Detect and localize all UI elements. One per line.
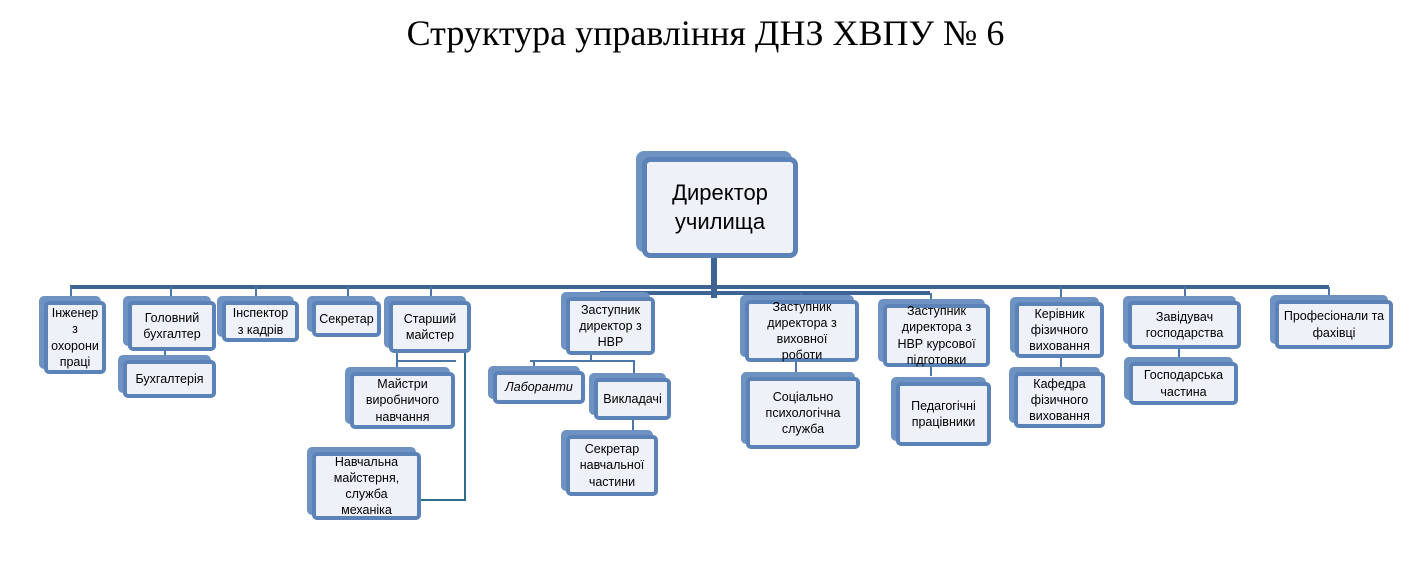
connector-drop-7 [800, 293, 802, 303]
connector-drop-8 [930, 293, 932, 305]
node-professionals: Професіонали та фахівці [1275, 300, 1393, 349]
node-production-masters: Майстри виробничого навчання [350, 372, 455, 429]
page-title: Структура управління ДНЗ ХВПУ № 6 [406, 13, 1005, 53]
node-deputy-course: Заступник директора з НВР курсової підго… [883, 304, 990, 367]
connector-lab-drop [533, 360, 535, 372]
node-deputy-nvr: Заступник директор з НВР [566, 297, 655, 355]
connector-senior-master-h [396, 360, 456, 362]
connector-workshop-v [464, 346, 466, 501]
node-chief-accountant: Головний бухгалтер [128, 301, 216, 351]
connector-teachers-drop [633, 360, 635, 378]
node-deputy-upbringing: Заступник директора з виховної роботи [745, 300, 859, 362]
connector-drop-2 [170, 287, 172, 303]
node-safety-engineer: Інженер з охорони праці [44, 301, 106, 374]
connector-accounting [164, 350, 166, 362]
connector-nvr-h [530, 360, 635, 362]
node-household-unit: Господарська частина [1129, 362, 1238, 405]
node-teachers: Викладачі [594, 378, 671, 420]
node-workshop: Навчальна майстерня, служба механіка [312, 452, 421, 520]
connector-course-down [930, 364, 932, 376]
connector-drop-1 [70, 287, 72, 307]
connector-drop-3 [255, 287, 257, 301]
node-senior-master: Старший майстер [389, 301, 471, 353]
connector-senior-master-down [396, 352, 398, 374]
connector-drop-11 [1328, 287, 1330, 301]
node-pe-department: Кафедра фізичного виховання [1014, 372, 1105, 428]
connector-nvr-down [590, 354, 592, 362]
connector-drop-5 [430, 287, 432, 303]
node-director: Директор училища [642, 157, 798, 258]
connector-mid-bus [600, 291, 930, 295]
connector-main-bus [70, 285, 1329, 289]
node-secretary: Секретар [312, 301, 381, 337]
connector-workshop-h [420, 499, 466, 501]
node-hr-inspector: Інспектор з кадрів [222, 301, 299, 342]
connector-teachers-down [632, 420, 634, 434]
connector-director-down [711, 258, 717, 298]
node-lab-assistants: Лаборанти [493, 371, 585, 404]
connector-household-down [1178, 348, 1180, 362]
connector-pe-down [1060, 352, 1062, 374]
node-pe-head: Керівник фізичного виховання [1015, 302, 1104, 358]
node-accounting: Бухгалтерія [123, 360, 216, 398]
node-academic-secretary: Секретар навчальної частини [566, 435, 658, 496]
connector-drop-10 [1184, 287, 1186, 301]
node-pedagogical-staff: Педагогічні працівники [896, 382, 991, 446]
node-household-head: Завідувач господарства [1128, 301, 1241, 349]
connector-drop-9 [1060, 287, 1062, 303]
connector-upbringing-down [795, 361, 797, 375]
node-social-service: Соціально психологічна служба [746, 377, 860, 449]
connector-drop-4 [347, 287, 349, 301]
